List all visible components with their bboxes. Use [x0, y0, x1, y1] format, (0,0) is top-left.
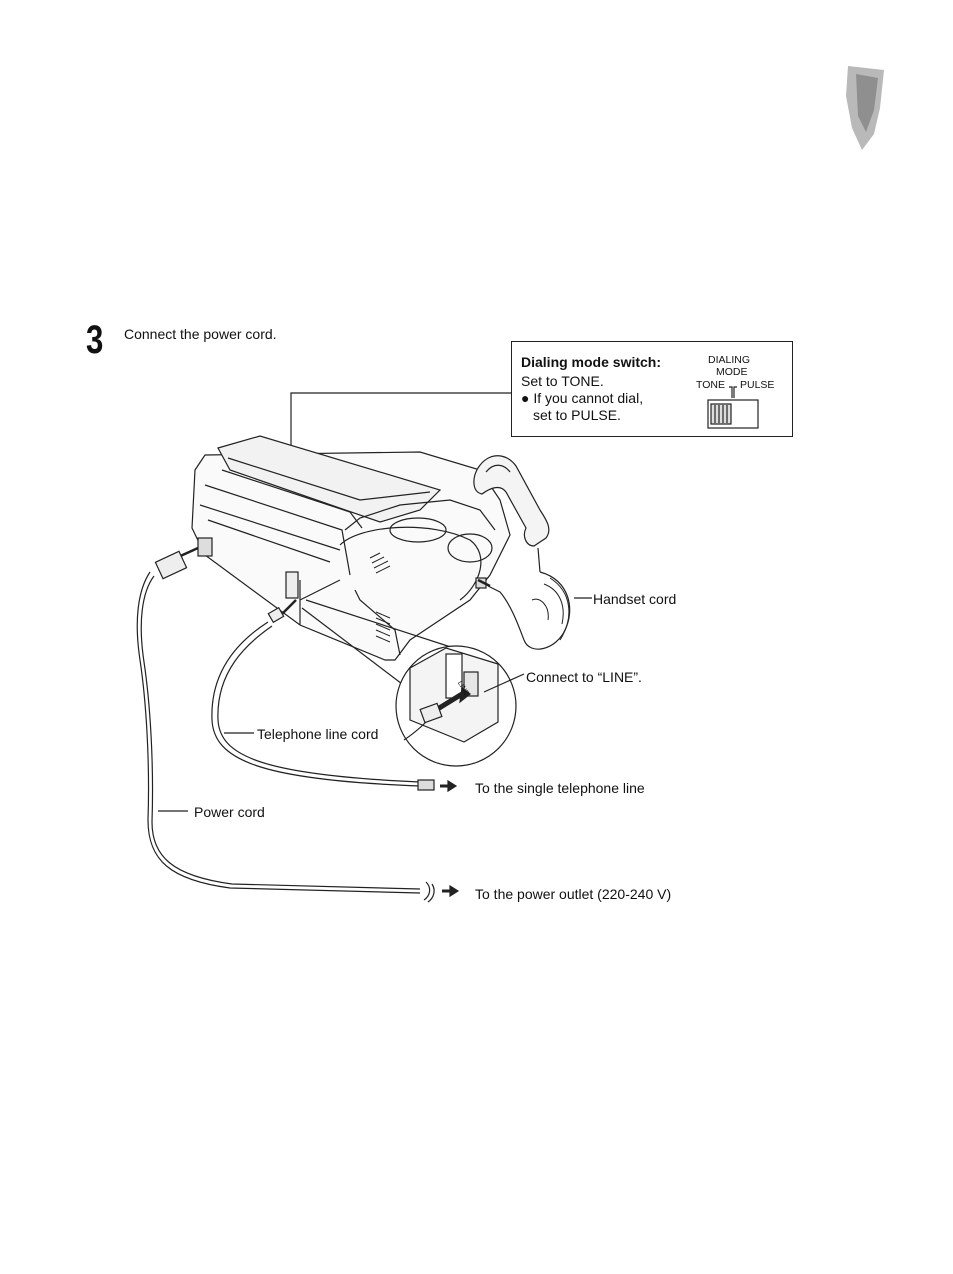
label-telephone-line-cord: Telephone line cord	[257, 726, 378, 742]
switch-label-mode: MODE	[716, 366, 748, 378]
scan-edge-mark	[846, 66, 884, 150]
label-connect-line: Connect to “LINE”.	[526, 669, 642, 685]
label-power-outlet: To the power outlet (220-240 V)	[475, 886, 671, 902]
callout-setting: Set to TONE.	[521, 373, 604, 389]
label-single-telephone-line: To the single telephone line	[475, 780, 645, 796]
fax-machine	[192, 436, 510, 660]
label-power-cord: Power cord	[194, 804, 265, 820]
callout-title: Dialing mode switch:	[521, 354, 661, 370]
label-handset-cord: Handset cord	[593, 591, 676, 607]
switch-label-tone: TONE	[696, 379, 725, 391]
line-jack-magnifier	[396, 646, 516, 766]
callout-note-line-1: ● If you cannot dial,	[521, 390, 643, 406]
switch-label-pulse: PULSE	[740, 379, 774, 391]
step-instruction: Connect the power cord.	[124, 326, 277, 342]
callout-note-line-2: set to PULSE.	[533, 407, 621, 423]
step-number: 3	[86, 318, 103, 363]
switch-label-dialing: DIALING	[708, 354, 750, 366]
